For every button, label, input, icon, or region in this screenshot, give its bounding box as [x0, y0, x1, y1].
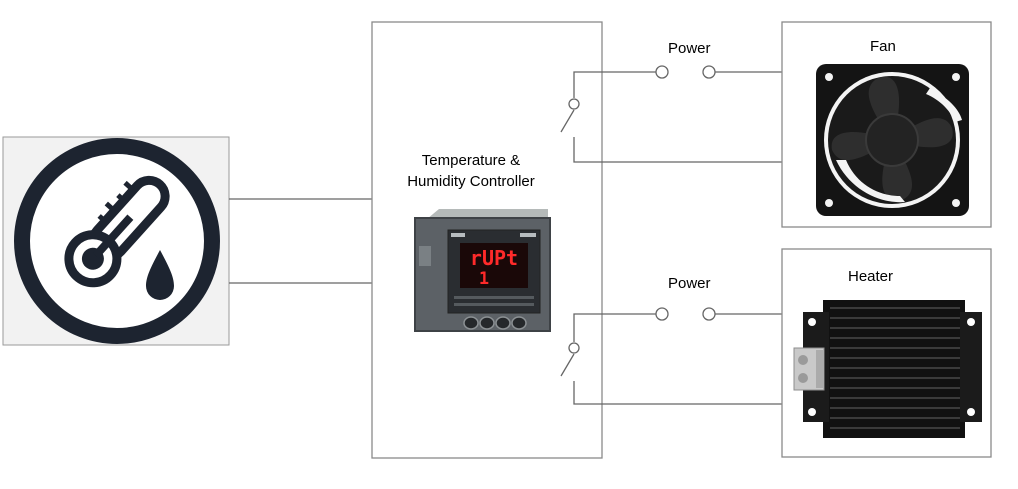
- controller-display-line2: 1: [479, 269, 489, 289]
- controller-title-line1: Temperature &: [421, 152, 521, 169]
- heater-power-label: Power: [668, 275, 711, 292]
- relay-contact-top: [568, 98, 580, 110]
- controller-buttons: [463, 316, 527, 330]
- fan-label: Fan: [870, 38, 896, 55]
- heater-label: Heater: [848, 268, 894, 285]
- fan-icon: [816, 64, 969, 216]
- relay-contact-top: [568, 342, 580, 354]
- heater-icon: [793, 300, 982, 438]
- thermometer-droplet-icon: [14, 138, 220, 344]
- heater-box: [781, 248, 992, 458]
- heater-circuit: [560, 307, 782, 405]
- controller-display-line1: rUPt: [470, 246, 518, 270]
- fan-circuit: [560, 65, 782, 163]
- fan-box: [781, 21, 992, 228]
- controller-title-line2: Humidity Controller: [407, 173, 535, 190]
- controller-device: rUPt 1: [414, 209, 551, 332]
- power-terminal-left: [655, 307, 669, 321]
- controller-title: Temperature & Humidity Controller: [378, 150, 564, 192]
- sensor-box: [2, 136, 230, 346]
- power-terminal-right: [702, 307, 716, 321]
- relay-switch-arm: [560, 109, 575, 133]
- power-terminal-right: [702, 65, 716, 79]
- relay-switch-arm: [560, 353, 575, 377]
- fan-power-label: Power: [668, 40, 711, 57]
- power-terminal-left: [655, 65, 669, 79]
